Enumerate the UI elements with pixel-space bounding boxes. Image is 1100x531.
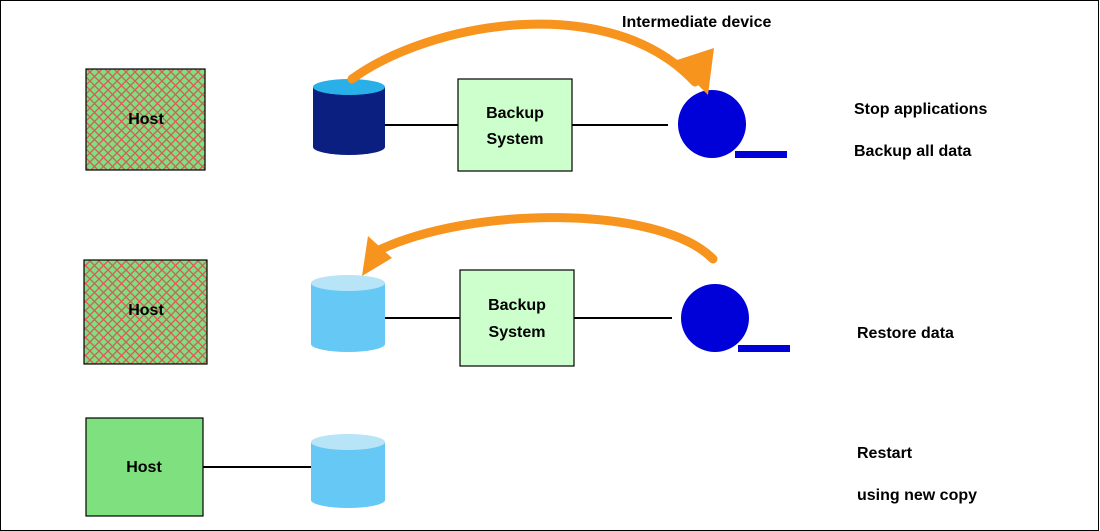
host-label: Host <box>126 459 162 476</box>
backup-arrow <box>347 19 700 87</box>
backup-label-line1: Backup <box>488 297 546 314</box>
scenario-restore: Host Backup System Restore data <box>83 213 954 367</box>
host-box-hatched <box>85 68 206 171</box>
step-backup-all-data: Backup all data <box>854 143 971 160</box>
backup-label-line2: System <box>487 131 544 148</box>
backup-label-line2: System <box>489 324 546 341</box>
intermediate-device-label: Intermediate device <box>622 14 772 31</box>
backup-system-box <box>457 78 573 172</box>
step-using-new-copy: using new copy <box>857 487 977 504</box>
tape-icon <box>681 284 790 352</box>
disk-icon <box>311 434 385 508</box>
disk-icon <box>311 275 385 352</box>
disk-icon <box>313 79 385 155</box>
scenario-backup: Host Backup System Stop applications Bac… <box>85 19 987 172</box>
restore-arrowhead <box>362 236 392 276</box>
host-box <box>85 417 204 517</box>
tape-icon <box>678 90 787 158</box>
scenario-restart: Host Restart using new copy <box>85 417 977 517</box>
host-box-hatched <box>83 259 208 365</box>
step-restart: Restart <box>857 445 913 462</box>
host-label: Host <box>128 302 164 319</box>
step-restore-data: Restore data <box>857 325 954 342</box>
backup-system-box <box>459 269 575 367</box>
step-stop-applications: Stop applications <box>854 101 987 118</box>
restore-arrow <box>370 213 718 264</box>
backup-arrowhead <box>674 48 714 95</box>
backup-label-line1: Backup <box>486 105 544 122</box>
host-label: Host <box>128 111 164 128</box>
